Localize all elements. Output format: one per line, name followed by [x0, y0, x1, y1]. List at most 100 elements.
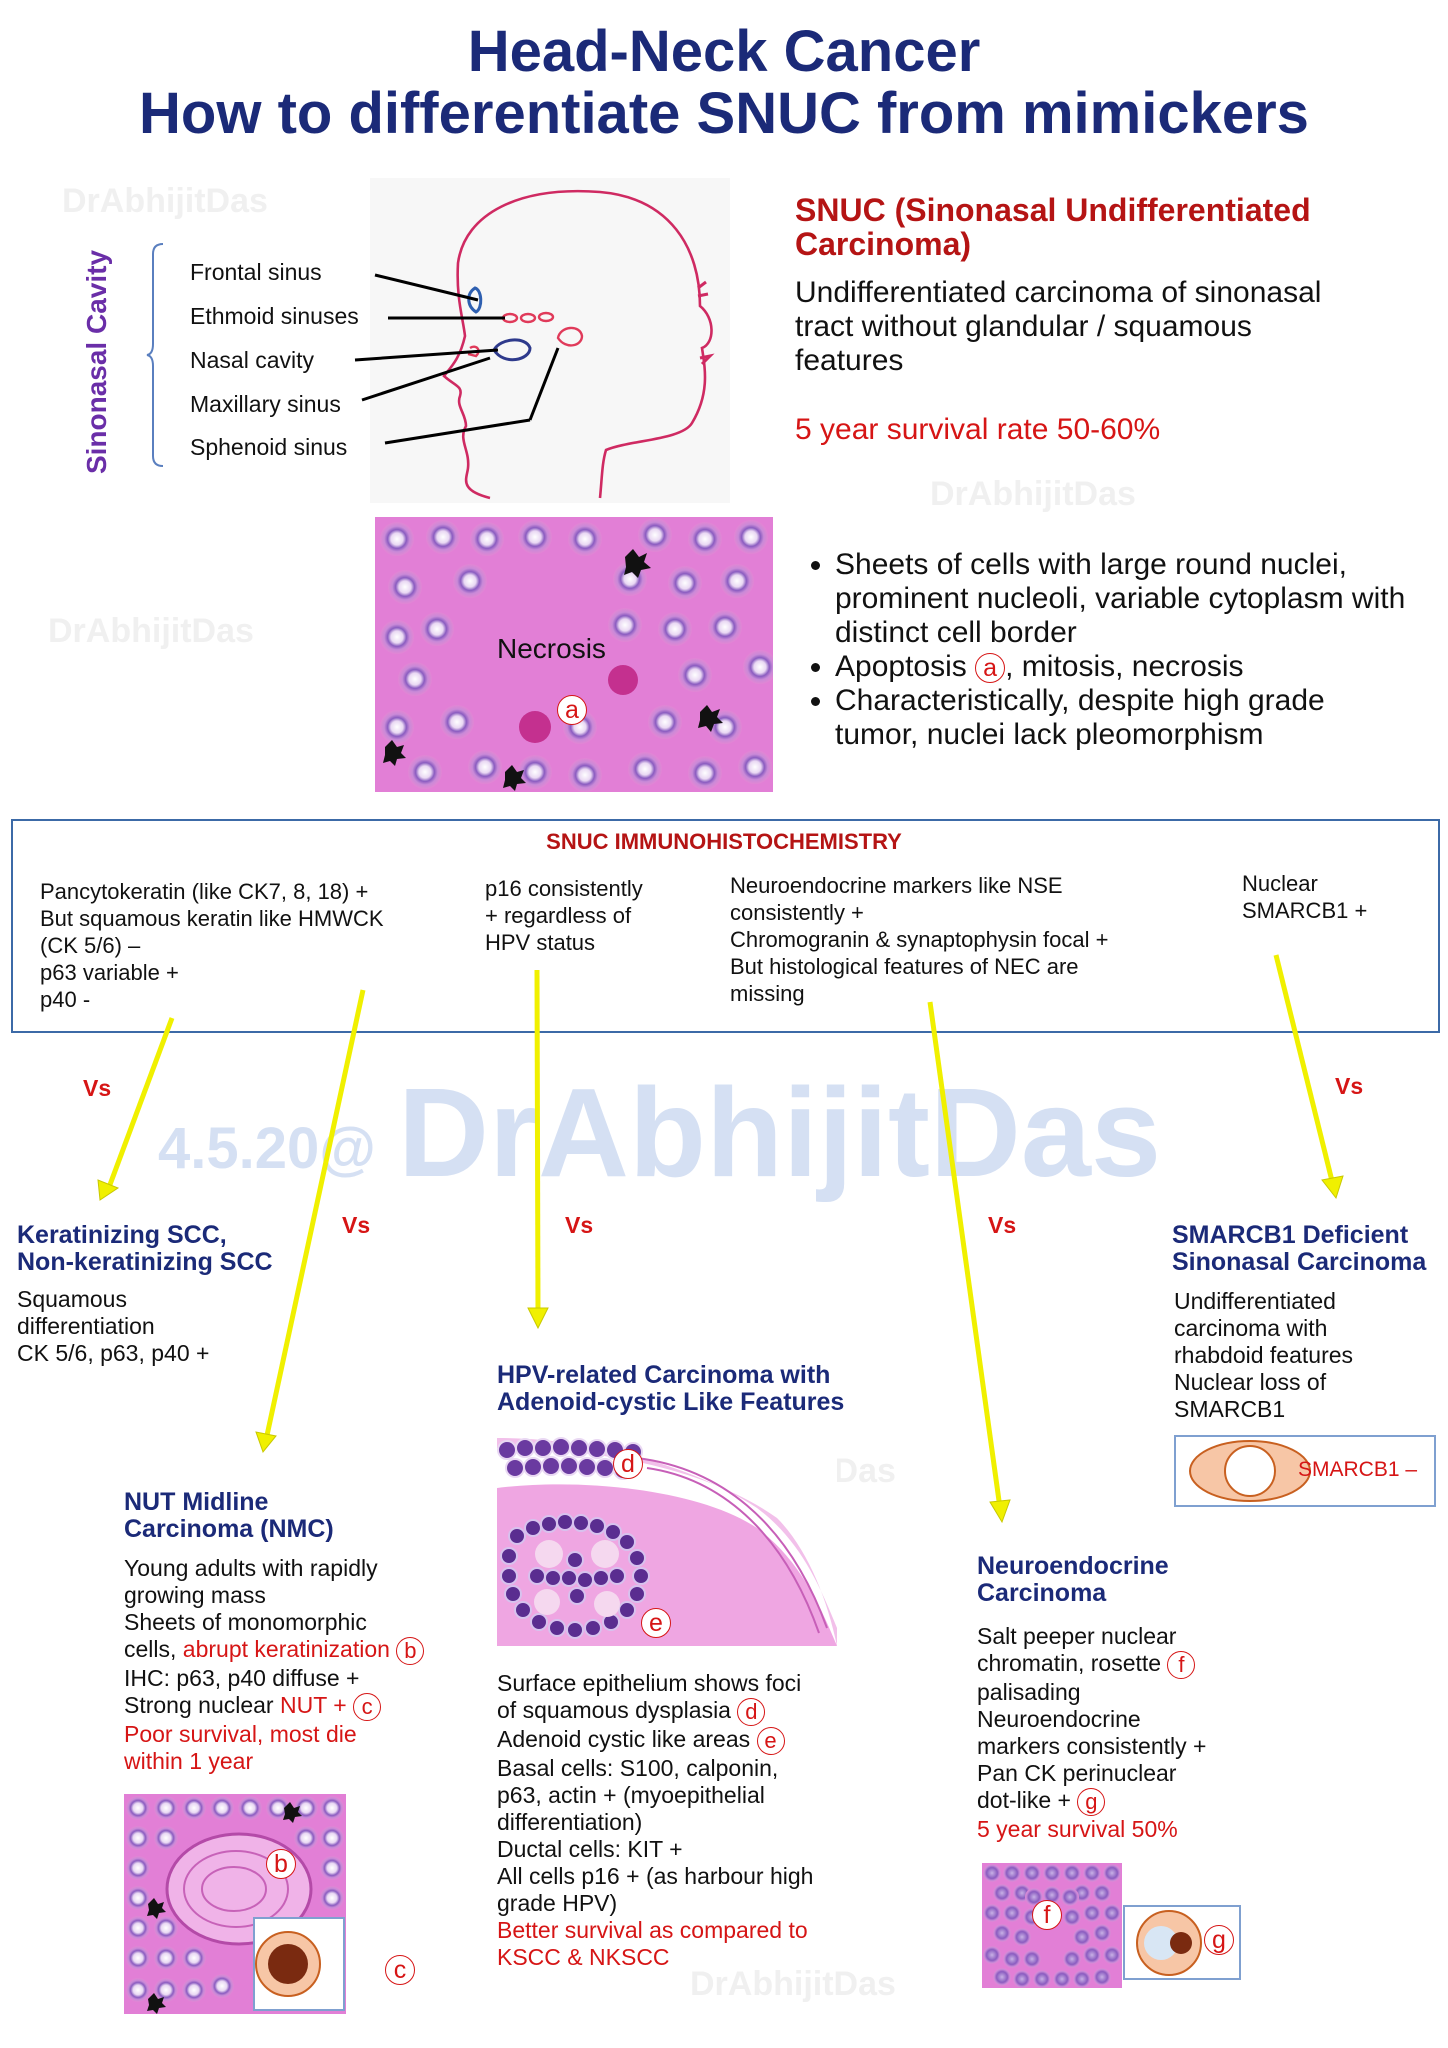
ihc-col3-line: Neuroendocrine markers like NSE — [730, 873, 1063, 898]
smarcb1-line: SMARCB1 — [1174, 1396, 1286, 1422]
snuc-features-list: Sheets of cells with large round nuclei,… — [795, 548, 1415, 752]
nmc-line: growing mass — [124, 1582, 266, 1608]
head-profile-illustration — [370, 178, 730, 503]
hpv-survival: Better survival as compared to — [497, 1916, 808, 1943]
arrowhead-scc — [97, 1179, 120, 1201]
marker-a-text: a — [975, 653, 1006, 684]
ihc-col-p16: p16 consistently + regardless of HPV sta… — [485, 875, 685, 956]
arrowhead-nmc — [255, 1431, 277, 1454]
nec-line: palisading — [977, 1678, 1081, 1705]
ihc-col-smarcb1: Nuclear SMARCB1 + — [1242, 870, 1422, 924]
nmc-survival: within 1 year — [124, 1747, 254, 1774]
watermark-left: DrAbhijitDas — [48, 612, 254, 650]
snuc-feature-3: Characteristically, despite high grade t… — [835, 684, 1415, 752]
smarcb1-line: carcinoma with — [1174, 1315, 1328, 1341]
sinus-label-sphenoid: Sphenoid sinus — [190, 434, 348, 460]
scc-body-line: differentiation — [17, 1313, 155, 1339]
nec-line: Salt peeper nuclear — [977, 1623, 1177, 1649]
nmc-heading-line: NUT Midline — [124, 1488, 269, 1516]
ihc-col3-line: But histological features of NEC are — [730, 954, 1079, 979]
arrowhead-hpv — [527, 1307, 549, 1330]
arrow-to-smarcb1 — [1273, 954, 1336, 1186]
ihc-col3-line: missing — [730, 981, 805, 1006]
ihc-col4-line: Nuclear — [1242, 871, 1318, 896]
smarcb1-line: Nuclear loss of — [1174, 1369, 1327, 1395]
sinus-label-frontal: Frontal sinus — [190, 259, 322, 285]
nec-body: Salt peeper nuclear chromatin, rosette f… — [977, 1623, 1277, 1843]
hpv-heading: HPV-related Carcinoma with Adenoid-cysti… — [497, 1362, 844, 1416]
marker-e-text: e — [756, 1726, 785, 1755]
marker-b-image: b — [266, 1849, 296, 1879]
scc-body: Squamous differentiation CK 5/6, p63, p4… — [17, 1286, 209, 1367]
vs-label-smarcb1: Vs — [1335, 1073, 1364, 1099]
ihc-col3-line: consistently + — [730, 900, 864, 925]
marker-d-image: d — [613, 1449, 643, 1479]
page-title: Head-Neck Cancer — [467, 19, 981, 84]
marker-c-image: c — [385, 1955, 415, 1985]
nec-line: dot-like + g — [977, 1787, 1277, 1816]
ihc-col1-line: But squamous keratin like HMWCK — [40, 906, 384, 931]
smarcb1-stain-inset — [1174, 1435, 1436, 1507]
hpv-heading-line: HPV-related Carcinoma with — [497, 1361, 831, 1389]
nmc-line: IHC: p63, p40 diffuse + — [124, 1664, 360, 1691]
smarcb1-line: rhabdoid features — [1174, 1342, 1354, 1368]
vs-label-hpv: Vs — [565, 1212, 594, 1238]
ihc-col4-line: SMARCB1 + — [1242, 898, 1368, 923]
smarcb1-heading-line: Sinonasal Carcinoma — [1172, 1248, 1427, 1276]
hpv-line: Surface epithelium shows foci — [497, 1670, 802, 1696]
ihc-col1-line: p63 variable + — [40, 960, 179, 985]
ihc-col2-line: HPV status — [485, 930, 596, 955]
nmc-nut-prefix: Strong nuclear — [124, 1691, 280, 1718]
hpv-adenoid-text: Adenoid cystic like areas — [497, 1725, 751, 1752]
hpv-survival: KSCC & NKSCC — [497, 1943, 670, 1970]
hpv-heading-line: Adenoid-cystic Like Features — [497, 1388, 845, 1416]
sinus-label-maxillary: Maxillary sinus — [190, 391, 341, 417]
hpv-line: p63, actin + (myoepithelial — [497, 1781, 765, 1808]
page-subtitle: How to differentiate SNUC from mimickers — [139, 81, 1309, 146]
nmc-line: Sheets of monomorphic — [124, 1609, 367, 1635]
snuc-feature-2: Apoptosis a, mitosis, necrosis — [835, 650, 1415, 684]
nmc-body: Young adults with rapidly growing mass S… — [124, 1555, 454, 1775]
hpv-body: Surface epithelium shows foci of squamou… — [497, 1670, 877, 1971]
scc-body-line: CK 5/6, p63, p40 + — [17, 1340, 210, 1366]
nec-line: Pan CK perinuclear — [977, 1759, 1177, 1786]
snuc-feature-2-rest: , mitosis, necrosis — [1005, 650, 1244, 683]
ihc-col-cytokeratin: Pancytokeratin (like CK7, 8, 18) + But s… — [40, 878, 460, 1013]
hpv-histology-image — [497, 1428, 837, 1646]
arrow-to-nmc — [263, 989, 366, 1441]
ihc-col2-line: p16 consistently — [485, 876, 643, 901]
smarcb1-line: Undifferentiated — [1174, 1288, 1336, 1314]
ihc-col3-line: Chromogranin & synaptophysin focal + — [730, 927, 1109, 952]
sinus-pointer-lines — [354, 273, 560, 445]
ihc-title: SNUC IMMUNOHISTOCHEMISTRY — [546, 829, 902, 854]
nec-heading-line: Carcinoma — [977, 1579, 1107, 1607]
ihc-col1-line: (CK 5/6) – — [40, 933, 141, 958]
snuc-feature-2-text: Apoptosis — [835, 650, 967, 683]
marker-d-text: d — [737, 1697, 766, 1726]
marker-g-text: g — [1077, 1787, 1106, 1816]
scc-body-line: Squamous — [17, 1286, 127, 1312]
sinus-label-nasal: Nasal cavity — [190, 347, 314, 373]
marker-c-text: c — [353, 1692, 382, 1721]
ihc-col-neuroendocrine: Neuroendocrine markers like NSE consiste… — [730, 872, 1190, 1007]
nmc-histology-image — [124, 1794, 346, 2014]
nmc-line: Young adults with rapidly — [124, 1555, 378, 1581]
hpv-line: Ductal cells: KIT + — [497, 1835, 683, 1862]
watermark-right: DrAbhijitDas — [930, 475, 1136, 513]
sinus-label-ethmoid: Ethmoid sinuses — [190, 303, 359, 329]
marker-g-image: g — [1204, 1925, 1234, 1955]
nmc-survival: Poor survival, most die — [124, 1720, 357, 1747]
smarcb1-heading-line: SMARCB1 Deficient — [1172, 1221, 1409, 1249]
scc-heading-line: Non-keratinizing SCC — [17, 1248, 273, 1276]
nec-dot-text: dot-like + — [977, 1786, 1071, 1813]
hpv-dysplasia-text: of squamous dysplasia — [497, 1697, 731, 1723]
ihc-col2-line: + regardless of — [485, 903, 632, 928]
marker-b-text: b — [396, 1636, 425, 1665]
watermark-bottom: DrAbhijitDas — [690, 1965, 896, 2003]
ihc-col1-line: p40 - — [40, 987, 91, 1012]
vs-label-nec: Vs — [988, 1212, 1017, 1238]
necrosis-label: Necrosis — [497, 633, 606, 664]
nmc-keratinization-text: abrupt keratinization — [182, 1636, 390, 1662]
arrowhead-smarcb1 — [1321, 1175, 1344, 1200]
arrowhead-nec — [989, 1499, 1011, 1524]
